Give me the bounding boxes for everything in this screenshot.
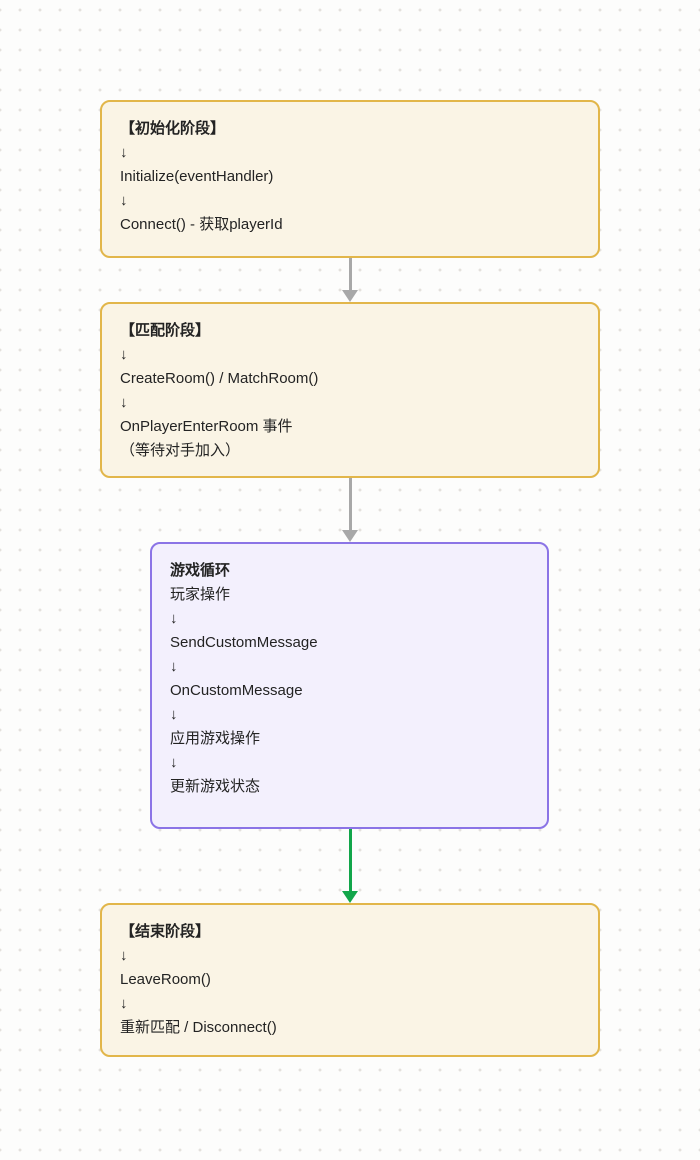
node-init-phase[interactable]: 【初始化阶段】 ↓ Initialize(eventHandler) ↓ Con… <box>100 100 600 258</box>
flow-step-text: CreateRoom() / MatchRoom() <box>120 370 319 387</box>
flow-step-text: SendCustomMessage <box>170 634 318 651</box>
connector-line <box>348 478 352 530</box>
node-match-phase[interactable]: 【匹配阶段】 ↓ CreateRoom() / MatchRoom() ↓ On… <box>100 302 600 478</box>
arrowhead-down-icon <box>342 891 358 903</box>
arrowhead-down-icon <box>342 530 358 542</box>
flow-step-arrow: ↓ <box>120 346 128 363</box>
connector-line <box>348 258 352 290</box>
flow-step-arrow: ↓ <box>120 995 128 1012</box>
connector-match-to-loop[interactable] <box>342 478 358 542</box>
flow-step-text: 更新游戏状态 <box>170 778 261 795</box>
node-game-loop[interactable]: 游戏循环 玩家操作 ↓ SendCustomMessage ↓ OnCustom… <box>150 542 549 829</box>
connector-line <box>348 829 352 891</box>
flow-step-arrow: ↓ <box>170 658 178 675</box>
flow-step-text: LeaveRoom() <box>120 971 211 988</box>
flow-step-arrow: ↓ <box>120 192 128 209</box>
flow-step-arrow: ↓ <box>170 754 178 771</box>
flow-step-arrow: ↓ <box>170 706 178 723</box>
flow-step-arrow: ↓ <box>170 610 178 627</box>
flow-step-note: （等待对手加入） <box>120 442 241 459</box>
flow-step-text: 重新匹配 / Disconnect() <box>120 1019 277 1036</box>
flow-step-arrow: ↓ <box>120 947 128 964</box>
node-end-title: 【结束阶段】 <box>120 923 211 940</box>
node-match-title: 【匹配阶段】 <box>120 322 211 339</box>
flow-step-text: OnCustomMessage <box>170 682 303 699</box>
node-init-title: 【初始化阶段】 <box>120 120 226 137</box>
flow-step-text: OnPlayerEnterRoom 事件 <box>120 418 293 435</box>
connector-loop-to-end[interactable] <box>342 829 358 903</box>
arrowhead-down-icon <box>342 290 358 302</box>
flow-step-text: Initialize(eventHandler) <box>120 168 274 185</box>
flow-step-arrow: ↓ <box>120 144 128 161</box>
flow-step-text: Connect() - 获取playerId <box>120 216 283 233</box>
flow-step-arrow: ↓ <box>120 394 128 411</box>
flow-step-text: 应用游戏操作 <box>170 730 261 747</box>
node-loop-title: 游戏循环 <box>170 562 231 579</box>
flow-step-text: 玩家操作 <box>170 586 231 603</box>
connector-init-to-match[interactable] <box>342 258 358 302</box>
node-end-phase[interactable]: 【结束阶段】 ↓ LeaveRoom() ↓ 重新匹配 / Disconnect… <box>100 903 600 1057</box>
